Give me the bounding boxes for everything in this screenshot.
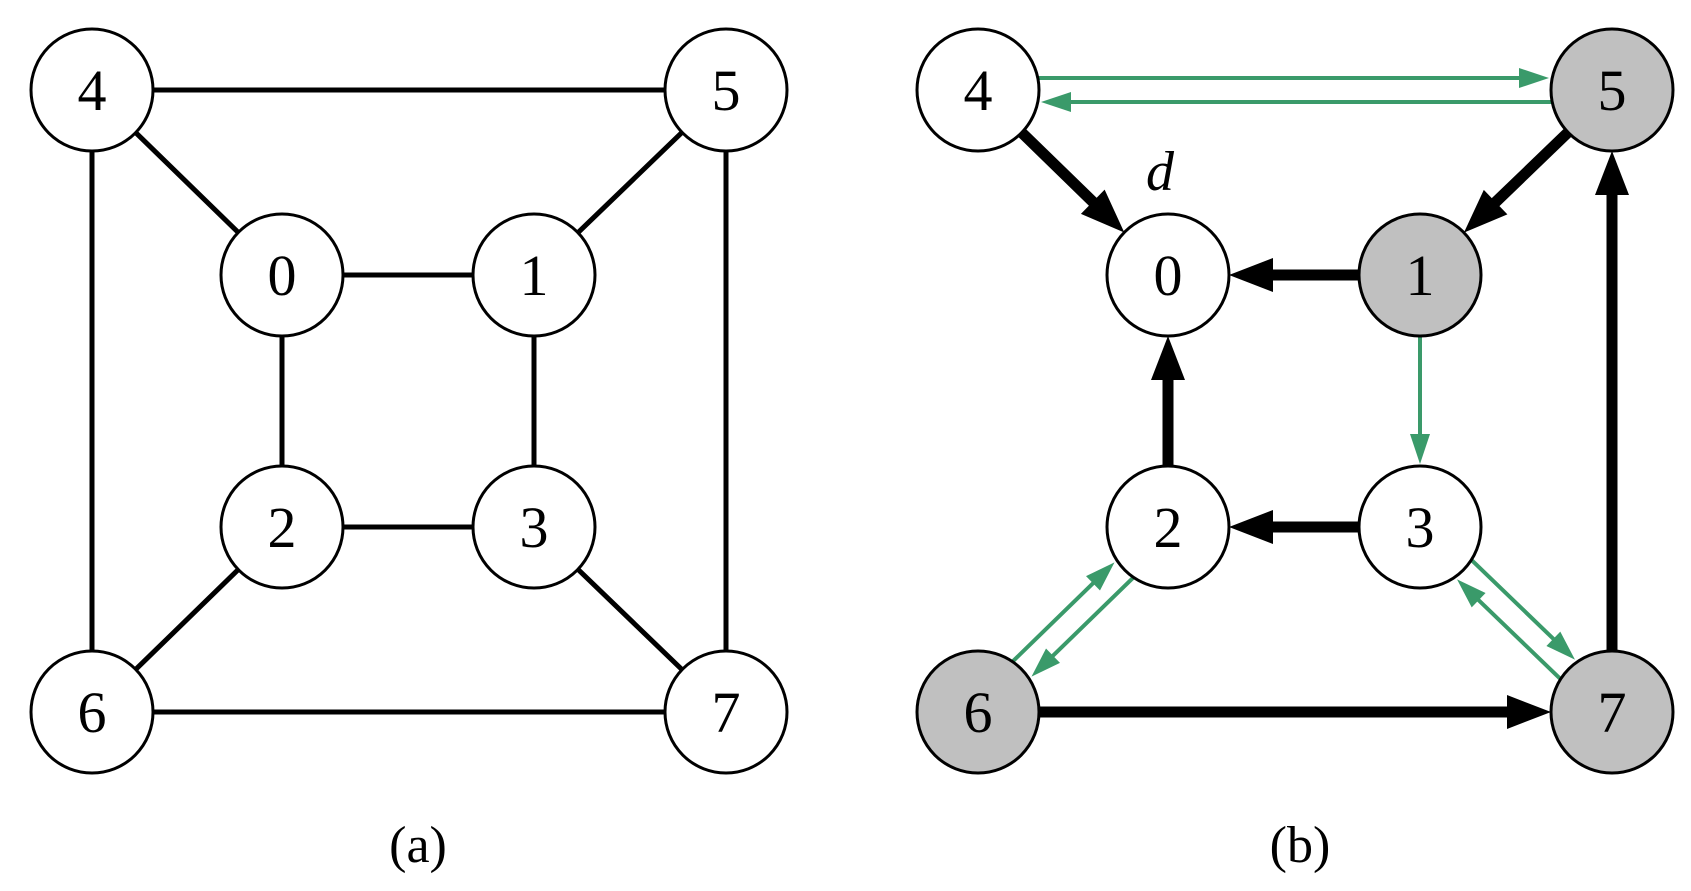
b-node-circle-0 (1105, 212, 1231, 338)
a-node-5: 5 (663, 27, 789, 153)
b-node-circle-1 (1357, 212, 1483, 338)
b-node-label-6: 6 (964, 680, 993, 745)
panel-b-black-arcs (1016, 126, 1629, 729)
b-node-6: 6 (915, 649, 1041, 775)
green-arc-7-3-shaft (1476, 598, 1562, 681)
black-arc-6-7 (1033, 695, 1551, 729)
b-node-3: 3 (1357, 464, 1483, 590)
a-node-circle-0 (219, 212, 345, 338)
b-node-circle-5 (1549, 27, 1675, 153)
black-arc-2-0-head (1151, 336, 1185, 380)
a-node-1: 1 (471, 212, 597, 338)
black-arc-3-2 (1229, 510, 1365, 544)
b-node-label-2: 2 (1154, 495, 1183, 560)
a-node-2: 2 (219, 464, 345, 590)
green-arc-3-7 (1470, 558, 1575, 660)
a-node-label-3: 3 (520, 495, 549, 560)
green-arc-6-2 (1011, 562, 1115, 663)
panel-a-nodes: 0 1 2 3 4 5 6 7 (29, 27, 789, 775)
a-node-circle-7 (663, 649, 789, 775)
a-node-label-4: 4 (78, 58, 107, 123)
black-arc-7-5-head (1595, 151, 1629, 195)
b-node-0: 0 (1105, 212, 1231, 338)
black-arc-4-0-shaft (1016, 127, 1099, 208)
b-node-circle-6 (915, 649, 1041, 775)
black-arc-4-0 (1016, 127, 1125, 233)
black-arc-1-0-head (1229, 258, 1273, 292)
green-arc-4-5 (1037, 68, 1549, 88)
a-node-circle-5 (663, 27, 789, 153)
caption-a: (a) (389, 817, 447, 874)
green-arc-4-5-head (1519, 68, 1549, 88)
a-node-3: 3 (471, 464, 597, 590)
green-arc-2-6 (1031, 576, 1135, 677)
a-node-6: 6 (29, 649, 155, 775)
a-node-circle-4 (29, 27, 155, 153)
green-arc-6-2-head (1086, 562, 1115, 591)
b-node-2: 2 (1105, 464, 1231, 590)
a-node-label-1: 1 (520, 243, 549, 308)
b-node-label-3: 3 (1406, 495, 1435, 560)
a-node-label-2: 2 (268, 495, 297, 560)
a-node-7: 7 (663, 649, 789, 775)
b-node-circle-2 (1105, 464, 1231, 590)
b-node-label-7: 7 (1598, 680, 1627, 745)
b-node-5: 5 (1549, 27, 1675, 153)
green-arc-6-2-shaft (1011, 581, 1095, 663)
b-node-7: 7 (1549, 649, 1675, 775)
a-node-label-7: 7 (712, 680, 741, 745)
b-node-circle-4 (915, 27, 1041, 153)
green-arc-2-6-head (1031, 648, 1060, 677)
b-node-4: 4 (915, 27, 1041, 153)
green-arc-1-3-head (1410, 434, 1430, 464)
b-node-label-0: 0 (1154, 243, 1183, 308)
panel-a: 0 1 2 3 4 5 6 7 (a) (29, 27, 789, 874)
black-arc-4-0-head (1080, 189, 1125, 233)
green-arc-7-3-head (1457, 579, 1486, 608)
a-node-circle-2 (219, 464, 345, 590)
panel-b: 0 1 2 3 4 5 6 7 d (b) (915, 27, 1675, 874)
a-node-circle-1 (471, 212, 597, 338)
b-node-circle-7 (1549, 649, 1675, 775)
green-arc-2-6-shaft (1051, 576, 1135, 658)
black-arc-2-0 (1151, 336, 1185, 472)
green-arc-7-3 (1457, 579, 1562, 681)
black-arc-5-1-shaft (1490, 126, 1574, 208)
a-node-4: 4 (29, 27, 155, 153)
green-arc-3-7-head (1546, 631, 1575, 660)
a-node-label-6: 6 (78, 680, 107, 745)
a-node-circle-3 (471, 464, 597, 590)
green-arc-5-4-head (1041, 92, 1071, 112)
black-arc-1-0 (1229, 258, 1365, 292)
black-arc-5-1 (1463, 126, 1574, 233)
caption-b: (b) (1270, 817, 1331, 874)
panel-a-edges (89, 87, 729, 715)
black-arc-5-1-head (1463, 189, 1508, 233)
black-arc-3-2-head (1229, 510, 1273, 544)
a-node-circle-6 (29, 649, 155, 775)
a-node-0: 0 (219, 212, 345, 338)
panel-b-nodes: 0 1 2 3 4 5 6 7 (915, 27, 1675, 775)
black-arc-7-5 (1595, 151, 1629, 657)
b-node-label-4: 4 (964, 58, 993, 123)
green-arc-3-7-shaft (1470, 558, 1556, 641)
b-node-label-1: 1 (1406, 243, 1435, 308)
green-arc-1-3 (1410, 334, 1430, 464)
green-arc-5-4 (1041, 92, 1553, 112)
b-node-label-5: 5 (1598, 58, 1627, 123)
b-node-1: 1 (1357, 212, 1483, 338)
black-arc-6-7-head (1507, 695, 1551, 729)
a-node-label-0: 0 (268, 243, 297, 308)
panel-b-green-arcs (1011, 68, 1575, 681)
destination-label: d (1146, 141, 1175, 203)
b-node-circle-3 (1357, 464, 1483, 590)
a-node-label-5: 5 (712, 58, 741, 123)
